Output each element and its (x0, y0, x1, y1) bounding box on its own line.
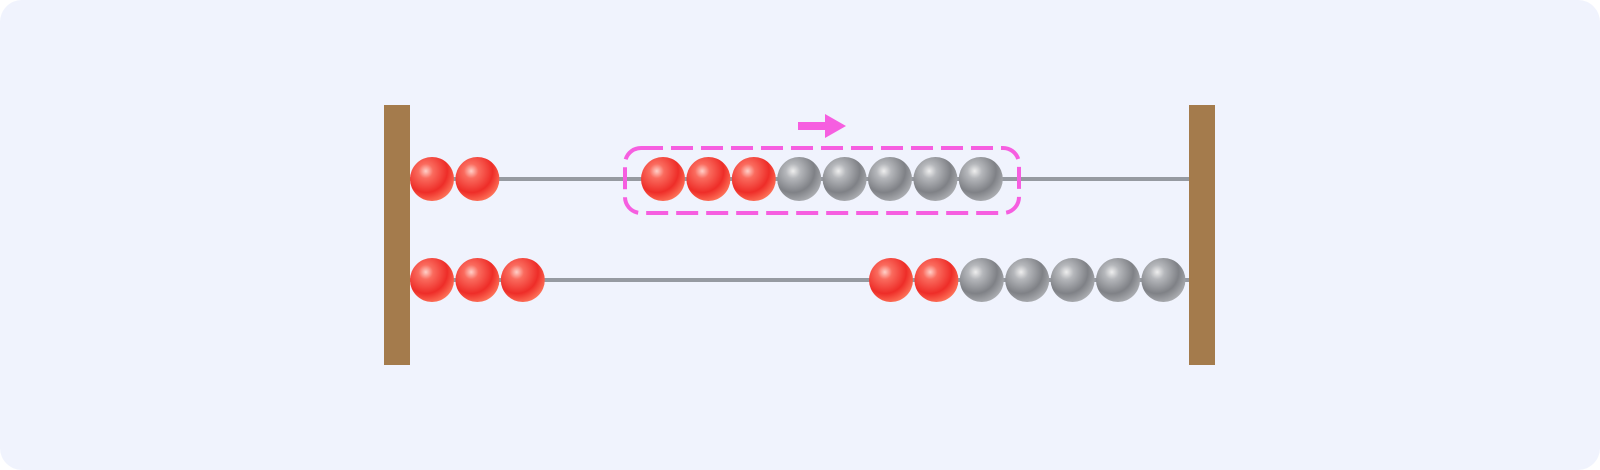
bead-gray-row1-right-5[interactable] (822, 157, 867, 201)
bead-gray-row1-right-4[interactable] (777, 157, 822, 201)
bead-gray-row1-right-6[interactable] (868, 157, 912, 201)
bead-red-row2-right-1[interactable] (869, 258, 913, 302)
bead-red-row1-left-1[interactable] (410, 157, 454, 201)
bead-red-row1-right-3[interactable] (731, 157, 776, 201)
arrow-right-icon (798, 114, 846, 138)
bead-gray-row2-right-7[interactable] (1141, 258, 1186, 302)
bead-red-row1-right-2[interactable] (686, 157, 731, 201)
bead-gray-row2-right-5[interactable] (1050, 258, 1095, 302)
bead-gray-row1-right-7[interactable] (913, 157, 958, 201)
bead-red-row2-left-3[interactable] (500, 258, 545, 302)
frame-post-right (1189, 105, 1215, 365)
frame-post-left (384, 105, 410, 365)
beads-layer (410, 157, 1186, 302)
bead-red-row2-left-2[interactable] (455, 258, 500, 302)
bead-gray-row2-right-3[interactable] (959, 258, 1004, 302)
highlight-box (623, 146, 1021, 215)
bead-red-row1-left-2[interactable] (455, 157, 500, 201)
bead-red-row2-right-2[interactable] (914, 258, 959, 302)
bead-gray-row2-right-6[interactable] (1096, 258, 1140, 302)
bead-gray-row2-right-4[interactable] (1005, 258, 1050, 302)
bead-red-row2-left-1[interactable] (410, 258, 454, 302)
bead-gray-row1-right-8[interactable] (958, 157, 1003, 201)
bead-red-row1-right-1[interactable] (641, 157, 685, 201)
